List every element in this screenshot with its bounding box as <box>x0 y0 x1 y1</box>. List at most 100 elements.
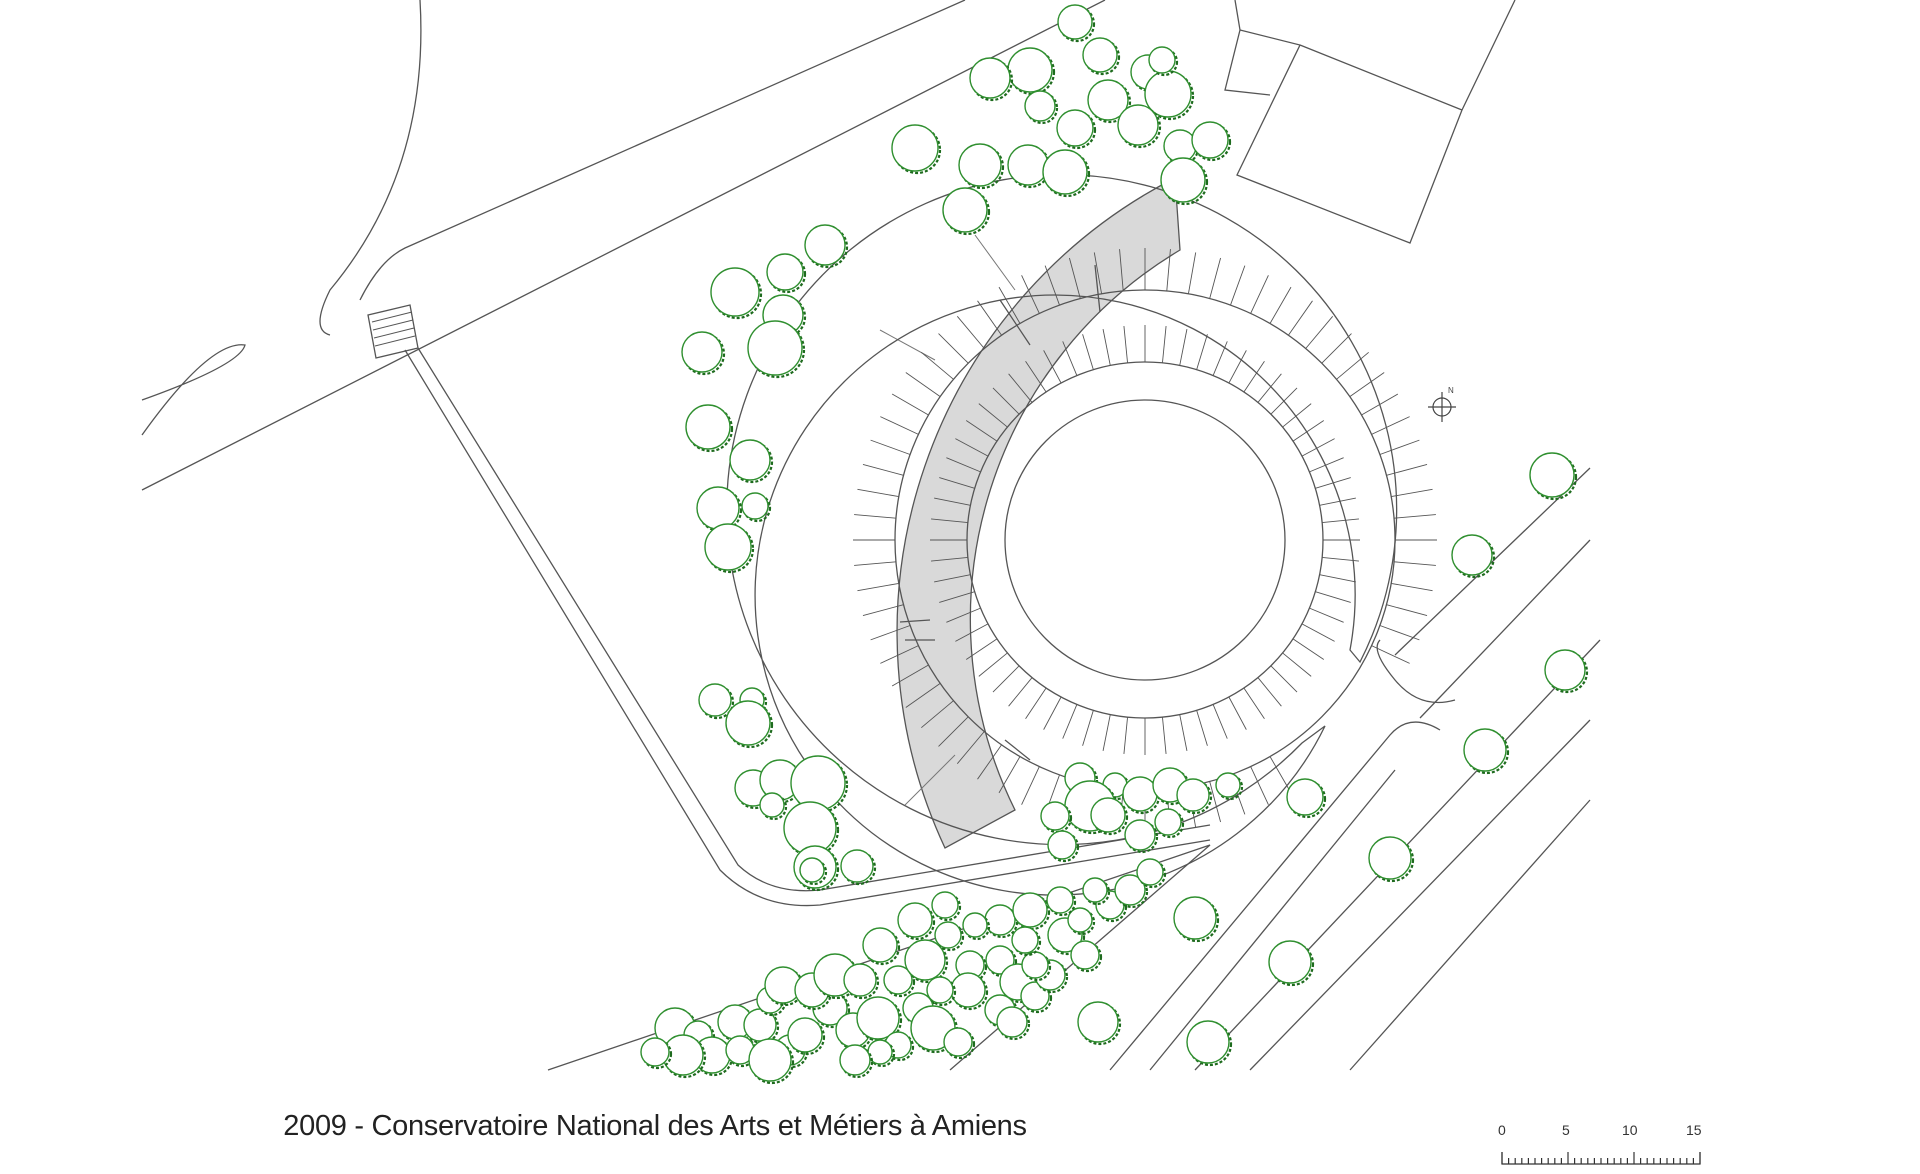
tree-icon <box>640 1037 673 1070</box>
footpath-west-inner <box>417 347 1211 892</box>
tree-icon <box>1020 981 1053 1014</box>
tree-icon <box>1024 90 1059 125</box>
tree-icon <box>747 320 806 379</box>
tree-icon <box>1011 926 1042 957</box>
avenue-line-2 <box>1149 769 1396 1071</box>
tree-icon <box>743 1008 780 1045</box>
tree-icon <box>934 921 965 952</box>
tree-icon <box>748 1038 795 1085</box>
tree-icon <box>1160 157 1209 206</box>
tree-icon <box>1544 649 1589 694</box>
tree-icon <box>804 224 849 269</box>
tree-icon <box>1173 896 1220 943</box>
tree-icon <box>1268 940 1315 987</box>
tree-icon <box>931 891 962 922</box>
tree-icon <box>1007 144 1052 189</box>
outer-gallery-divisions <box>853 248 1437 832</box>
tree-icon <box>725 1035 758 1068</box>
tree-icon <box>725 700 774 749</box>
tree-icon <box>1087 79 1132 124</box>
tree-icon <box>766 253 807 294</box>
tree-icon <box>1067 907 1096 936</box>
tree-icon <box>685 404 734 453</box>
footpath-west <box>404 349 1211 907</box>
connector-wall-west <box>899 619 935 641</box>
inner-gallery-divisions <box>930 325 1360 755</box>
crosswalk-stripes <box>371 311 416 347</box>
north-arrow <box>1428 392 1456 422</box>
tree-icon <box>1148 46 1179 77</box>
tree-icon <box>1136 858 1167 889</box>
tree-icon <box>1114 874 1149 909</box>
tree-icon <box>1215 772 1244 801</box>
tree-icon <box>1047 830 1080 863</box>
tree-icon <box>759 792 788 821</box>
tree-icon <box>1046 886 1077 917</box>
tree-icon <box>681 331 726 376</box>
tree-icon <box>1154 808 1185 839</box>
scale-label-10: 10 <box>1622 1122 1638 1138</box>
tree-icon <box>958 143 1005 190</box>
tree-icon <box>1007 47 1056 96</box>
side-road <box>141 344 246 436</box>
tree-icon <box>1070 940 1103 973</box>
avenue-line-1 <box>1109 721 1441 1071</box>
tree-group <box>640 4 1589 1085</box>
tree-icon <box>1057 4 1096 43</box>
tree-icon <box>996 1006 1031 1041</box>
tree-icon <box>1082 877 1111 906</box>
tree-icon <box>1451 534 1496 579</box>
tree-icon <box>1040 801 1073 834</box>
tree-icon <box>1191 121 1232 162</box>
tree-icon <box>862 927 901 966</box>
tree-icon <box>787 1017 826 1056</box>
tree-icon <box>799 857 828 886</box>
scale-label-15: 15 <box>1686 1122 1702 1138</box>
tree-icon <box>662 1034 707 1079</box>
tree-icon <box>1368 836 1415 883</box>
tree-icon <box>926 976 957 1007</box>
tree-icon <box>1124 819 1159 854</box>
road-edge-north <box>359 0 966 301</box>
tree-icon <box>710 267 763 320</box>
scale-bar <box>1501 1152 1701 1165</box>
scale-label-0: 0 <box>1498 1122 1506 1138</box>
rotunda-courtyard <box>1004 399 1286 681</box>
tree-icon <box>891 124 942 175</box>
plan-caption: 2009 - Conservatoire National des Arts e… <box>283 1110 1027 1142</box>
tree-icon <box>1056 109 1097 150</box>
tree-icon <box>839 1044 874 1079</box>
tree-icon <box>883 965 916 998</box>
tree-icon <box>1021 951 1052 982</box>
avenue-line-7 <box>1394 467 1591 656</box>
tree-icon <box>840 849 877 886</box>
tree-icon <box>704 523 755 574</box>
tree-icon <box>1012 892 1051 931</box>
avenue-line-4 <box>1249 719 1591 1071</box>
tree-icon <box>843 963 880 1000</box>
tree-icon <box>897 902 936 941</box>
tree-icon <box>942 187 991 236</box>
scale-label-5: 5 <box>1562 1122 1570 1138</box>
tree-icon <box>904 939 949 984</box>
roundabout-arc <box>319 0 422 336</box>
north-label: N <box>1448 386 1454 395</box>
rotunda <box>726 173 1437 896</box>
curved-wing-roof <box>896 176 1181 849</box>
tree-icon <box>1144 70 1195 121</box>
tree-icon <box>943 1027 976 1060</box>
tree-icon <box>729 439 774 484</box>
connector-wall-south <box>1004 739 1031 761</box>
tree-icon <box>741 492 772 523</box>
tree-icon <box>950 972 989 1011</box>
tree-icon <box>1082 37 1121 76</box>
connector-wall-north <box>999 264 1101 346</box>
tree-icon <box>969 57 1014 102</box>
rotunda-outer <box>726 173 1398 896</box>
curved-wing <box>879 176 1181 849</box>
crosswalk <box>367 304 419 359</box>
tree-icon <box>1176 778 1213 815</box>
tree-icon <box>984 904 1019 939</box>
avenue-line-5 <box>1349 799 1591 1071</box>
